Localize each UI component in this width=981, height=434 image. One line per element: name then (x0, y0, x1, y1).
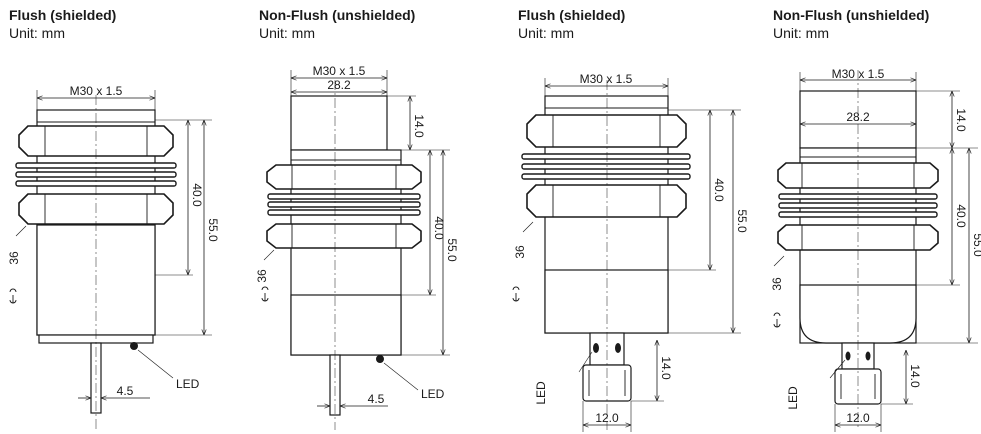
led-indicator (593, 343, 599, 353)
dim-cable: 4.5 (368, 392, 385, 406)
dim-total: 55.0 (971, 233, 981, 257)
dim-thread: M30 x 1.5 (313, 64, 366, 78)
panel-unit: Unit: mm (9, 25, 65, 41)
dim-cable: 4.5 (117, 384, 134, 398)
panel-title: Flush (shielded) (518, 7, 626, 23)
sensor-flush-cable: M30 x 1.5 40.0 55.0 36 4.5 LED (7, 84, 220, 430)
dim-total: 55.0 (445, 238, 459, 262)
dim-head-dia: 28.2 (327, 78, 351, 92)
led-indicator (865, 351, 871, 361)
washer-ring (521, 153, 691, 160)
dim-head-len: 14.0 (954, 108, 968, 132)
dim-thread: M30 x 1.5 (70, 84, 123, 98)
panel-unit: Unit: mm (259, 25, 315, 41)
hex-nut-top (777, 162, 939, 189)
dim-wrench: 36 (255, 269, 269, 283)
dim-nut-block: 40.0 (954, 204, 968, 228)
dim-connector-dia: 12.0 (595, 411, 619, 425)
panel-title: Non-Flush (unshielded) (259, 7, 416, 23)
dim-head-dia: 28.2 (846, 110, 870, 124)
dim-head-len: 14.0 (412, 114, 426, 138)
dim-nut-block: 40.0 (190, 183, 204, 207)
hex-nut-top (266, 164, 422, 190)
panel-title: Flush (shielded) (9, 7, 117, 23)
wrench-icon (261, 286, 269, 302)
dim-thread: M30 x 1.5 (832, 67, 885, 81)
led-indicator (376, 355, 384, 363)
wrench-icon (9, 288, 17, 304)
led-label: LED (421, 387, 445, 401)
sensor-housing (544, 269, 669, 334)
led-indicator (615, 343, 621, 353)
sensor-housing (290, 294, 402, 356)
led-indicator (130, 342, 138, 350)
dim-nut-block: 40.0 (432, 216, 446, 240)
wrench-icon (773, 312, 781, 328)
dim-connector-len: 14.0 (659, 356, 673, 380)
washer-ring (267, 209, 421, 216)
sensor-nonflush-cable: M30 x 1.5 28.2 14.0 40.0 55.0 36 4.5 LED (255, 64, 459, 430)
dim-wrench: 36 (513, 245, 527, 259)
washer-ring (267, 201, 421, 208)
dim-wrench: 36 (770, 277, 784, 291)
sensing-head (290, 95, 388, 151)
panel-title: Non-Flush (unshielded) (773, 7, 930, 23)
dim-wrench: 36 (7, 251, 21, 265)
panel-unit: Unit: mm (773, 25, 829, 41)
dim-total: 55.0 (735, 209, 749, 233)
sensor-flush-connector: M30 x 1.5 40.0 55.0 14.0 12.0 36 LED (512, 72, 749, 432)
hex-nut-top (526, 114, 687, 148)
dim-nut-block: 40.0 (712, 178, 726, 202)
dim-connector-dia: 12.0 (846, 411, 870, 425)
hex-nut-bottom (526, 184, 687, 218)
washer-ring (521, 173, 691, 180)
led-label: LED (534, 381, 548, 405)
led-label: LED (176, 377, 200, 391)
panel-unit: Unit: mm (518, 25, 574, 41)
wrench-icon (512, 286, 520, 302)
dim-total: 55.0 (206, 218, 220, 242)
dim-connector-len: 14.0 (908, 364, 922, 388)
hex-nut-bottom (266, 223, 422, 249)
led-indicator (845, 351, 851, 361)
sensor-nonflush-connector: M30 x 1.5 28.2 14.0 40.0 55.0 14.0 12.0 … (770, 67, 981, 432)
washer-ring (521, 163, 691, 170)
dim-thread: M30 x 1.5 (580, 72, 633, 86)
washer-ring (267, 193, 421, 200)
led-label: LED (786, 386, 800, 410)
